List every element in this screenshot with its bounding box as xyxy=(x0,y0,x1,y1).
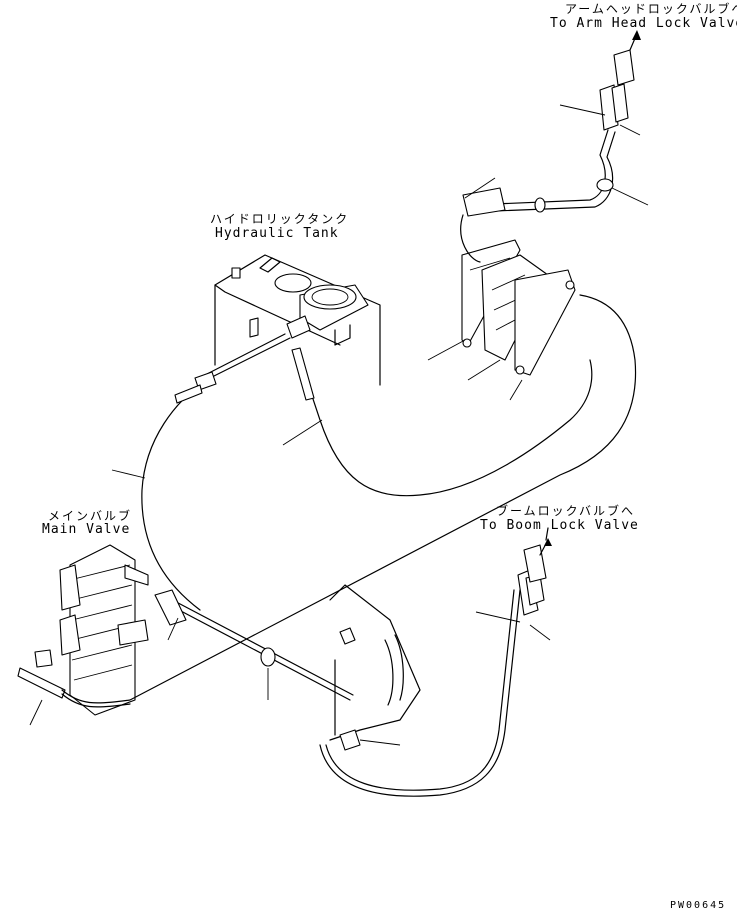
arm-head-lock-label-en: To Arm Head Lock Valve xyxy=(550,16,737,31)
hydraulic-tank xyxy=(214,254,381,386)
boom-bracket xyxy=(329,584,421,751)
leader-lines xyxy=(29,104,649,746)
main-valve-label-jp: メインバルブ xyxy=(48,509,133,523)
main-valve-label-en: Main Valve xyxy=(42,522,131,537)
hydraulic-tank-label-jp: ハイドロリックタンク xyxy=(210,212,350,226)
arm-head-lock-label-jp: アームヘッドロックバルブへ xyxy=(565,2,737,16)
boom-lock-label-jp: ブームロックバルブへ xyxy=(496,504,636,518)
main-valve xyxy=(17,544,149,716)
lock-valve-block xyxy=(461,239,576,376)
boom-lock-label-en: To Boom Lock Valve xyxy=(480,518,639,533)
hydraulic-tank-label-en: Hydraulic Tank xyxy=(215,226,339,241)
drawing-code: PW00645 xyxy=(670,900,727,911)
